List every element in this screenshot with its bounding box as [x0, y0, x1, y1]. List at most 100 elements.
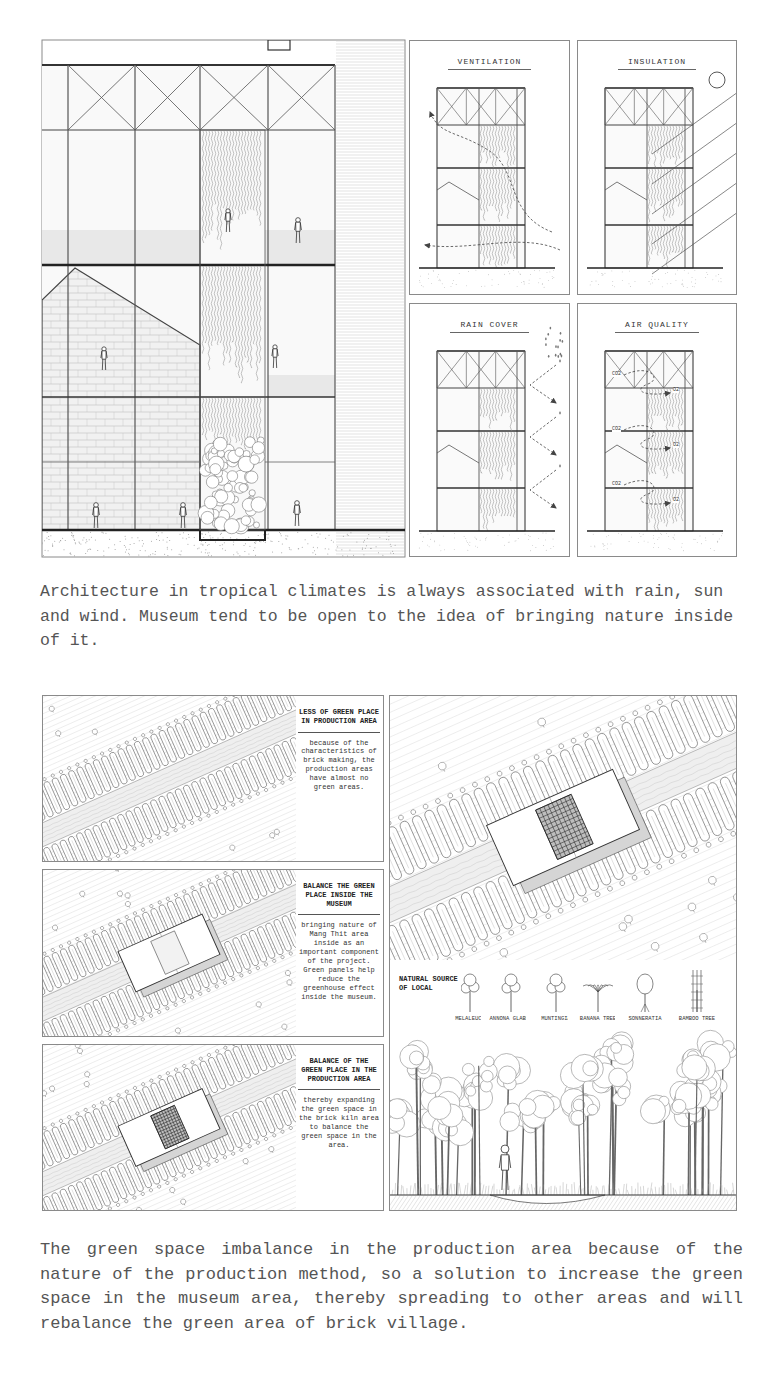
vine: [510, 126, 512, 166]
soil-dot: [328, 548, 329, 549]
brick-joint: [69, 475, 70, 482]
brick-joint: [78, 496, 79, 503]
brick-joint: [51, 419, 52, 426]
soil-dot: [647, 541, 649, 543]
brick-joint: [87, 433, 88, 440]
soil-dot: [721, 535, 723, 537]
wall-hatch: [336, 113, 404, 114]
vine: [235, 266, 237, 367]
water-line: [42, 695, 296, 862]
vine: [666, 226, 668, 268]
wall-hatch: [336, 467, 404, 468]
soil-dot: [515, 540, 517, 542]
wall-hatch: [336, 344, 404, 345]
brick-joint: [168, 314, 169, 321]
ground-line: [587, 267, 723, 269]
field-line: [42, 869, 296, 1037]
vine: [666, 432, 668, 478]
soil-dot: [542, 283, 544, 285]
soil-dot: [712, 279, 714, 281]
soil-dot: [452, 280, 454, 282]
soil-dot: [422, 541, 424, 543]
wall-hatch: [336, 191, 404, 192]
wall-hatch: [336, 185, 404, 186]
soil-dot: [376, 546, 377, 547]
soil-dot: [342, 555, 343, 556]
site-rotated: [42, 695, 296, 862]
soil-dot: [205, 542, 206, 543]
wall-hatch: [336, 245, 404, 246]
vine: [486, 432, 488, 469]
wall-hatch: [336, 251, 404, 252]
kiln-ridge: [269, 869, 280, 885]
shrub: [249, 490, 255, 496]
soil-dot: [287, 536, 288, 537]
brick-joint: [168, 496, 169, 503]
soil-dot: [651, 278, 653, 280]
vine: [510, 489, 512, 516]
wall-hatch: [336, 332, 404, 333]
brick-joint: [132, 398, 133, 405]
brick-joint: [114, 454, 115, 461]
wall-hatch: [336, 413, 404, 414]
vine: [681, 489, 683, 521]
brick-joint: [123, 489, 124, 496]
wall-hatch: [336, 248, 404, 249]
wall-hatch: [336, 95, 404, 96]
kiln-chimney: [182, 889, 186, 893]
soil-dot: [233, 544, 234, 545]
brick-joint: [51, 349, 52, 356]
floor-slab: [42, 264, 335, 267]
vine: [244, 266, 246, 357]
brick-kiln: [281, 695, 296, 708]
kiln-ridge: [261, 695, 272, 714]
soil-dot: [707, 274, 709, 276]
raindrop: [561, 355, 563, 358]
brick-joint: [114, 482, 115, 489]
brick-joint: [195, 419, 196, 426]
brick-joint: [87, 503, 88, 510]
soil-dot: [651, 276, 653, 278]
soil-dot: [653, 546, 655, 548]
truss-brace: [634, 351, 663, 388]
soil-dot: [52, 545, 53, 546]
brick-joint: [168, 440, 169, 447]
green-column: [200, 130, 265, 530]
floor-slab: [437, 487, 525, 488]
soil-dot: [85, 542, 86, 543]
vine: [489, 489, 491, 516]
vine: [220, 398, 222, 434]
soil-dot: [258, 535, 259, 536]
wall-hatch: [336, 371, 404, 372]
soil-dot: [125, 551, 126, 552]
wall-hatch: [336, 407, 404, 408]
soil-dot: [145, 550, 146, 551]
field-line: [42, 869, 296, 1037]
person-limbs: [272, 349, 278, 368]
brick-joint: [141, 293, 142, 300]
brick-joint: [132, 482, 133, 489]
wall-hatch: [336, 494, 404, 495]
vine: [513, 489, 515, 517]
brick-joint: [114, 510, 115, 517]
brick-joint: [69, 489, 70, 496]
soil-dot: [317, 547, 318, 548]
brick-joint: [51, 279, 52, 286]
brick-joint: [51, 307, 52, 314]
vine: [489, 432, 491, 474]
soil-dot: [318, 537, 319, 538]
truss-chord: [605, 125, 693, 126]
wall-hatch: [336, 167, 404, 168]
kiln-chimney: [141, 1017, 145, 1021]
brick-course: [42, 405, 200, 406]
site-rotated: [42, 869, 296, 1037]
truss-brace: [605, 351, 634, 388]
kiln-chimney: [166, 722, 170, 726]
brick-joint: [195, 307, 196, 314]
wall-hatch: [336, 290, 404, 291]
brick-joint: [51, 377, 52, 384]
vine: [654, 432, 656, 474]
brick-joint: [123, 321, 124, 328]
wall-hatch: [336, 278, 404, 279]
soil-dot: [602, 273, 604, 275]
